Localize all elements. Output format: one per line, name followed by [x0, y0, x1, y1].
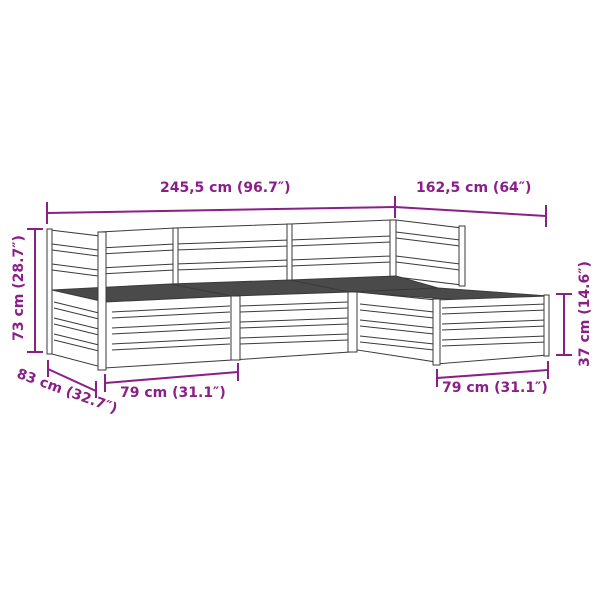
side-length-label: 162,5 cm (64″) [416, 180, 532, 196]
ottoman-front [432, 294, 550, 366]
sofa-set [46, 219, 550, 371]
total-height-label: 73 cm (28.7″) [11, 235, 27, 341]
left-seat-side [51, 289, 106, 369]
seat-front-2 [230, 291, 358, 361]
total-width-label: 245,5 cm (96.7″) [160, 180, 291, 196]
corner-seat-side [356, 291, 437, 363]
dimension-lines [27, 196, 572, 398]
corner-backrest [395, 219, 466, 287]
ottoman-height-label: 37 cm (14.6″) [577, 261, 593, 367]
seat-tops [51, 275, 549, 303]
backrest [99, 219, 397, 291]
ottoman-width-label: 79 cm (31.1″) [442, 380, 548, 396]
seat-width-label: 79 cm (31.1″) [120, 385, 226, 401]
